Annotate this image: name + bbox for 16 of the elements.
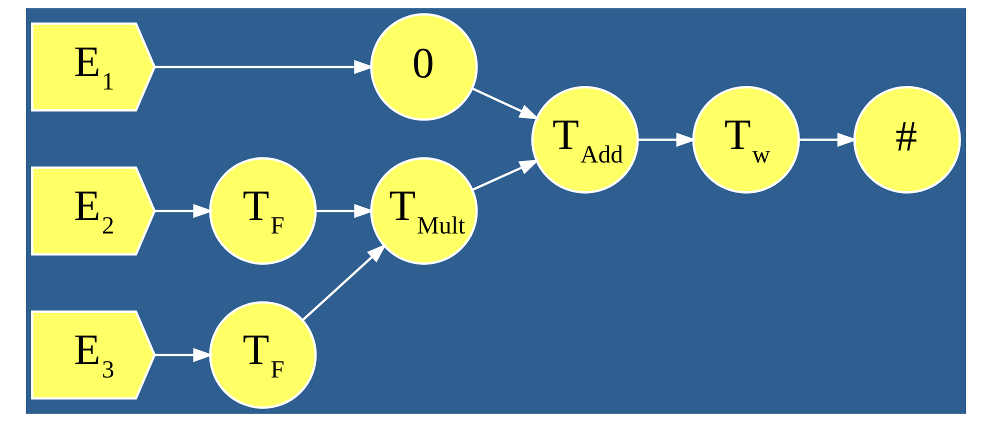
arrow	[472, 160, 540, 191]
node-circle: 0	[370, 13, 478, 121]
arrow	[637, 132, 696, 147]
node-circle: T$_{F}$	[208, 157, 316, 265]
node-circle: T$_{w}$	[692, 86, 800, 194]
arrow	[472, 88, 540, 120]
node-circle: #	[852, 86, 960, 194]
node-circle: T$_{F}$	[208, 301, 316, 409]
node-circle: T$_{Add}$	[530, 86, 638, 194]
arrow	[798, 132, 858, 147]
arrow	[315, 204, 374, 218]
arrow	[154, 60, 374, 74]
arrow	[301, 244, 386, 322]
arrow	[154, 348, 213, 362]
node-circle: T$_{Mult}$	[370, 157, 478, 265]
arrow	[154, 204, 213, 218]
